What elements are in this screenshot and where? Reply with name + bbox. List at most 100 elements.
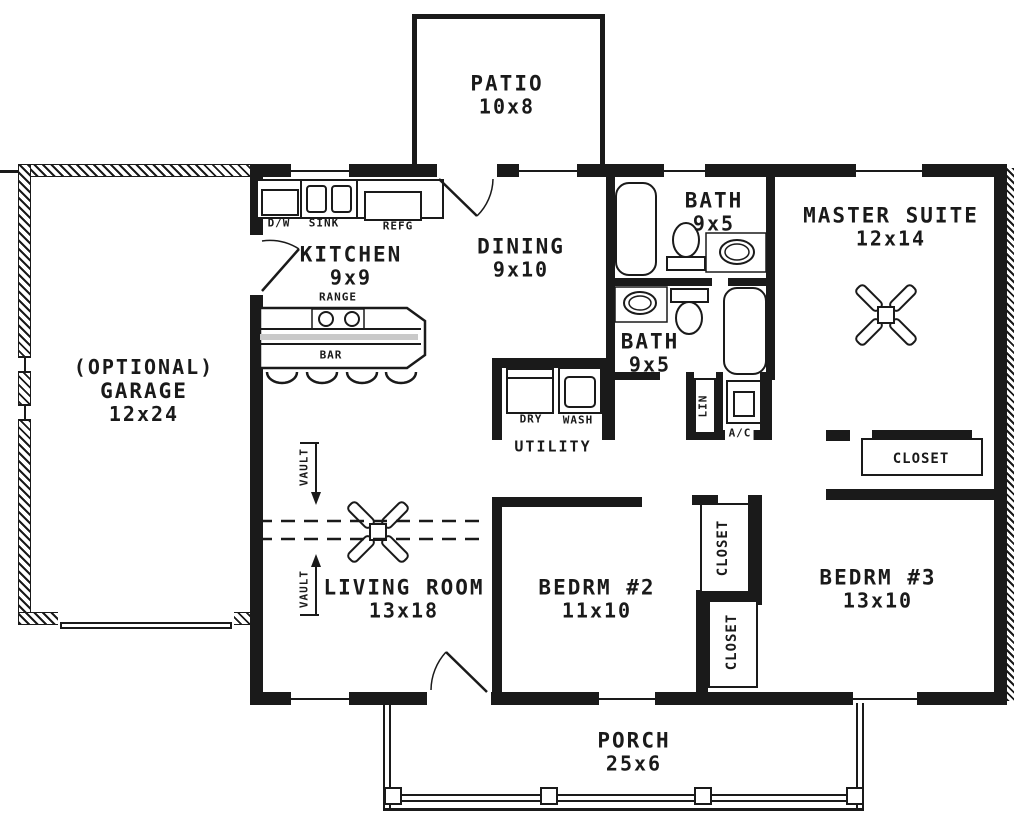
patio-wall-left: [412, 14, 417, 166]
ridge-line: [258, 519, 488, 541]
dryer-panel-line: [508, 377, 552, 379]
dimension-tick: [0, 170, 18, 173]
kitchen-label: KITCHEN 9x9: [299, 242, 403, 290]
refrigerator: [364, 191, 422, 221]
garage-door-opening: [58, 612, 234, 625]
vanity-sink: [614, 286, 668, 323]
hall-closet-wall: [692, 495, 718, 505]
bedroom2-label: BEDRM #2 11x10: [538, 575, 656, 623]
garage-window: [18, 356, 31, 373]
front-door-swing: [430, 651, 488, 693]
porch-edge-right: [856, 703, 858, 810]
kitchen-window: [289, 164, 351, 177]
bathtub: [615, 182, 657, 276]
burner: [344, 311, 360, 327]
porch-edge-right: [862, 703, 864, 810]
porch-rail: [392, 800, 856, 802]
patio-wall-top: [412, 14, 605, 19]
sink-label: SINK: [308, 216, 340, 230]
master-closet-wall: [872, 430, 972, 441]
bedroom2-wall-left: [492, 497, 502, 692]
master-suite-label: MASTER SUITE 12x14: [803, 203, 979, 251]
front-door-opening: [427, 692, 491, 705]
porch-post: [540, 787, 558, 805]
garage-wall-left: [18, 164, 31, 625]
utility-wall-right: [602, 358, 612, 440]
garage-house-wall: [250, 164, 263, 705]
utility-wall-left: [492, 358, 502, 440]
utility-label: UTILITY: [514, 437, 592, 456]
garage-door-panel: [60, 622, 232, 629]
ac-unit-inner: [733, 391, 755, 417]
patio-wall-right: [600, 14, 605, 166]
bedroom3-label: BEDRM #3 13x10: [819, 565, 937, 613]
dryer: [506, 368, 554, 414]
bedroom2-window: [597, 692, 657, 705]
sink-basin: [331, 185, 352, 213]
exterior-wall-right: [994, 164, 1007, 705]
hall-bath-wall: [615, 372, 660, 380]
master-closet-label: CLOSET: [892, 450, 950, 467]
linen-wall-left: [686, 372, 694, 438]
dishwasher-label: D/W: [267, 216, 291, 230]
master-closet-wall: [826, 430, 850, 441]
washer-label: WASH: [562, 413, 594, 427]
hall-closet-upper-label: CLOSET: [714, 519, 731, 577]
vault-lower-label: VAULT: [297, 569, 311, 609]
porch-label: PORCH 25x6: [597, 728, 671, 776]
bath2-label: BATH 9x5: [620, 329, 680, 377]
hall-closet-lower-label: CLOSET: [723, 613, 740, 671]
bar-island: [258, 306, 427, 370]
porch-rail: [392, 794, 856, 796]
kitchen-door-swing: [261, 239, 300, 292]
bath-master-wall: [766, 177, 775, 380]
garage-window: [18, 404, 31, 421]
porch-post: [384, 787, 402, 805]
burner: [318, 311, 334, 327]
master-closet-wall-bottom: [826, 489, 1007, 500]
garage-label: (OPTIONAL) GARAGE 12x24: [73, 354, 215, 427]
porch-edge-left: [389, 703, 391, 810]
hall-wall: [753, 430, 772, 440]
patio-label: PATIO 10x8: [470, 71, 544, 119]
porch-post: [694, 787, 712, 805]
hall-closet-wall-right: [748, 495, 762, 605]
refrigerator-label: REFG: [382, 219, 414, 233]
hall-closet-upper-outline: [700, 503, 750, 593]
toilet: [670, 288, 709, 335]
master-window: [854, 164, 924, 177]
bath1-label: BATH 9x5: [684, 188, 744, 236]
patio-door-swing: [438, 178, 494, 217]
ac-label: A/C: [726, 426, 754, 441]
bath-window: [662, 164, 707, 177]
patio-door-opening: [437, 164, 497, 177]
range-outline: [311, 308, 365, 330]
linen-label: LIN: [696, 394, 710, 418]
dryer-label: DRY: [519, 412, 543, 426]
ac-wall-right: [760, 372, 772, 438]
bedroom2-wall-top: [492, 497, 642, 507]
porch-base-line: [383, 808, 864, 811]
kitchen-door-opening: [250, 235, 263, 295]
porch-post: [846, 787, 864, 805]
master-closet-outline: [861, 438, 983, 476]
vault-upper-label: VAULT: [297, 447, 311, 487]
dishwasher: [261, 189, 299, 216]
bath-divider-wall: [728, 278, 768, 286]
utility-wall-top: [492, 358, 612, 368]
ceiling-fan: [347, 501, 409, 563]
range-label: RANGE: [318, 290, 358, 304]
siding-hatch: [1007, 168, 1014, 701]
hall-closet-wall: [696, 590, 758, 600]
porch-edge-left: [383, 703, 385, 810]
bar-label: BAR: [319, 348, 343, 362]
washer-drum: [564, 376, 596, 408]
hall-closet-wall-left: [696, 590, 708, 692]
bathtub: [723, 287, 767, 375]
linen-closet-outline: [694, 378, 716, 434]
hall-wall: [686, 430, 725, 440]
dining-bath-wall: [606, 177, 615, 440]
ceiling-fan: [855, 284, 917, 346]
linen-ac-divider: [716, 372, 723, 438]
